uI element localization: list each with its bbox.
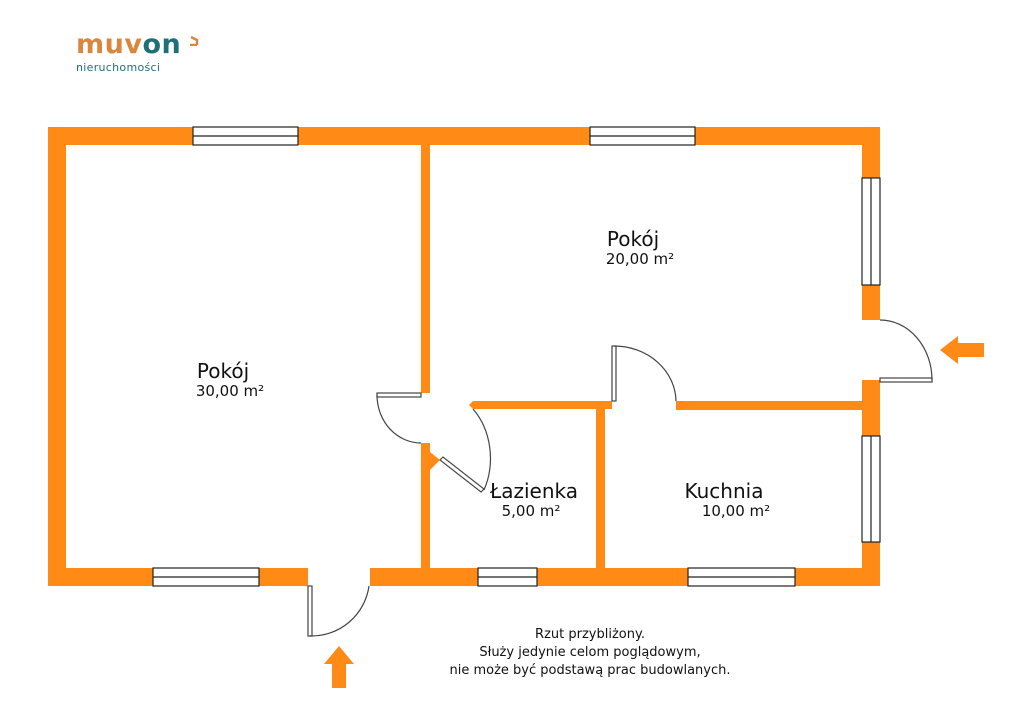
room-lazienka: Łazienka 5,00 m² xyxy=(489,479,579,520)
brand-logo: muvon nieruchomości xyxy=(76,29,199,74)
windows xyxy=(152,126,881,587)
room-kuchnia: Kuchnia 10,00 m² xyxy=(684,479,771,520)
disclaimer-note: Rzut przybliżony. Służy jedynie celom po… xyxy=(449,627,731,678)
brand-name: muvon xyxy=(76,29,182,60)
doors xyxy=(307,319,933,637)
entrance-arrow-up-icon xyxy=(324,646,354,688)
brand-mark-icon xyxy=(190,36,199,46)
room-pokoj-20: Pokój 20,00 m² xyxy=(605,227,675,268)
entrance-arrow-left-icon xyxy=(940,336,984,364)
brand-tagline: nieruchomości xyxy=(76,61,161,74)
room-pokoj-30: Pokój 30,00 m² xyxy=(195,359,265,400)
